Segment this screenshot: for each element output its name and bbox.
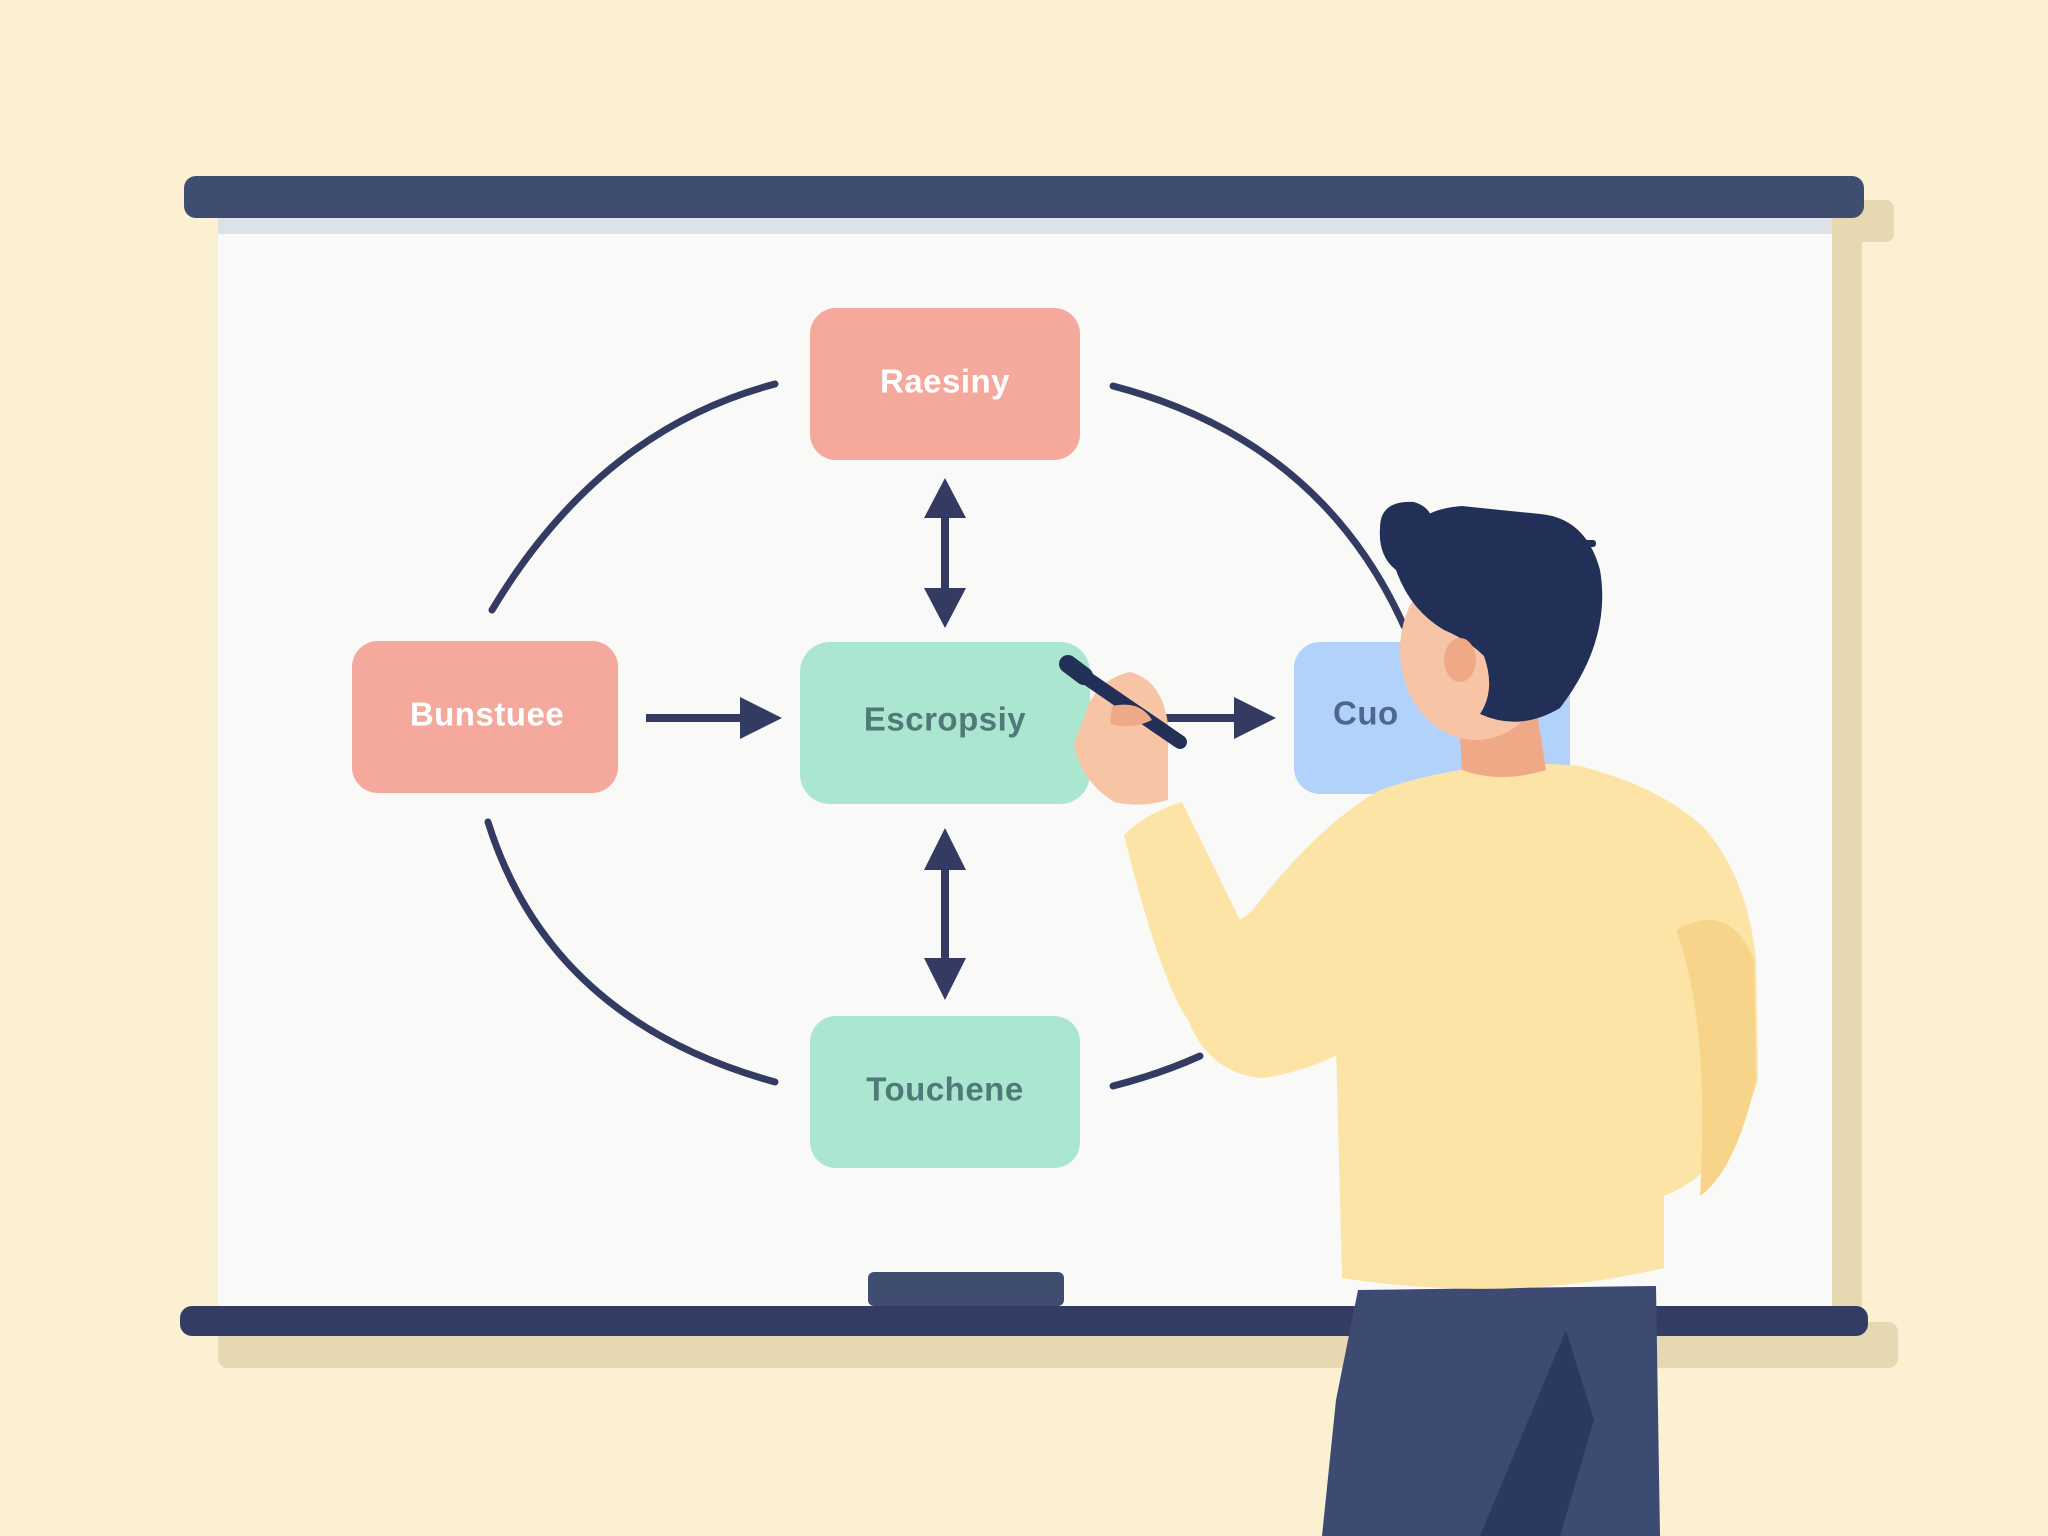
arc-bottom-left bbox=[484, 818, 779, 1086]
node-center: Escropsiy bbox=[800, 642, 1090, 804]
board-top-rail bbox=[184, 176, 1864, 218]
arrow-head-down bbox=[924, 588, 966, 628]
connector-left-center bbox=[646, 697, 782, 739]
node-center-label: Escropsiy bbox=[864, 701, 1026, 738]
node-left-box bbox=[352, 641, 618, 793]
arrow-head-up bbox=[924, 828, 966, 870]
arc-top-left bbox=[488, 380, 779, 614]
node-left-label: Bunstuee bbox=[410, 696, 564, 733]
connector-center-right bbox=[1160, 697, 1276, 739]
node-top: Raesiny bbox=[810, 308, 1080, 460]
finger bbox=[1110, 704, 1152, 727]
torso bbox=[1238, 763, 1758, 1289]
connector-center-bottom bbox=[924, 828, 966, 1000]
node-bottom: Touchene bbox=[810, 1016, 1080, 1168]
marker-tray bbox=[868, 1272, 1064, 1306]
node-top-label: Raesiny bbox=[880, 363, 1010, 400]
arrow-head-right bbox=[1234, 697, 1276, 739]
hair-strand bbox=[1556, 540, 1596, 547]
pants bbox=[1322, 1286, 1660, 1536]
node-center-box bbox=[800, 642, 1090, 804]
arrow-head-up bbox=[924, 478, 966, 518]
node-top-box bbox=[810, 308, 1080, 460]
arrow-head-right bbox=[740, 697, 782, 739]
hair-front bbox=[1379, 501, 1433, 570]
connectors bbox=[646, 478, 1276, 1000]
ear bbox=[1444, 638, 1476, 682]
arc-bottom-right bbox=[1109, 1052, 1204, 1090]
marker-tip bbox=[1059, 655, 1093, 685]
node-right-label: Cuo bbox=[1333, 695, 1399, 732]
pants-shadow bbox=[1480, 1330, 1594, 1536]
node-left: Bunstuee bbox=[352, 641, 618, 793]
board-side-shadow bbox=[1830, 200, 1862, 1340]
torso-shadow bbox=[1676, 920, 1756, 1196]
node-bottom-label: Touchene bbox=[866, 1071, 1023, 1108]
hair bbox=[1396, 506, 1603, 722]
hand bbox=[1074, 672, 1168, 805]
cycle-arcs bbox=[484, 380, 1408, 1090]
presenter-person bbox=[1059, 501, 1758, 1536]
node-bottom-box bbox=[810, 1016, 1080, 1168]
arc-top-right bbox=[1109, 382, 1408, 630]
connector-top-center bbox=[924, 478, 966, 628]
arrow-head-down bbox=[924, 958, 966, 1000]
